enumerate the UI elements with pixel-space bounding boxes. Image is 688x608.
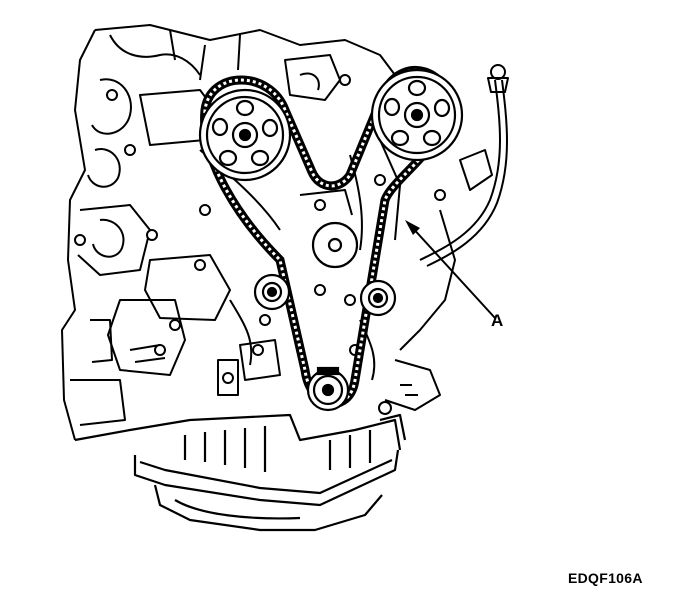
- engine-block: [61, 24, 509, 441]
- left-camshaft-sprocket: [198, 88, 292, 182]
- figure-code: EDQF106A: [568, 570, 643, 586]
- idler-pulley: [311, 221, 359, 269]
- left-tensioner-pulley: [253, 273, 291, 311]
- right-camshaft-sprocket: [370, 68, 464, 162]
- right-tensioner-pulley: [359, 279, 397, 317]
- bolt-heads: [74, 74, 446, 356]
- crankshaft-sprocket: [306, 366, 350, 412]
- callout-leader: [405, 220, 496, 319]
- oil-pan: [74, 413, 407, 532]
- callout-label-a: A: [491, 311, 504, 330]
